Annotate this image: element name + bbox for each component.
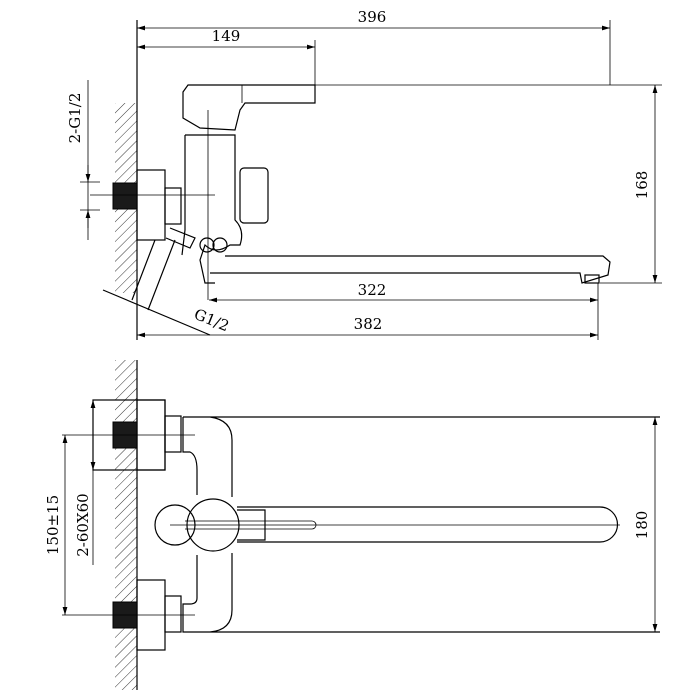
thread-block	[112, 182, 138, 210]
g12-dim-line	[102, 289, 211, 336]
top-view: 180 150±15 2-60X60	[44, 360, 660, 690]
spout-top	[237, 506, 619, 543]
nut	[164, 187, 182, 225]
dim-180-label: 180	[633, 511, 651, 540]
dim-396-label: 396	[358, 8, 387, 26]
inlet-thread-label: 2-G1/2	[66, 93, 84, 144]
faucet-body	[181, 134, 243, 284]
dim-322-label: 322	[358, 281, 387, 299]
flange-size-label: 2-60X60	[74, 493, 92, 556]
spout	[210, 255, 611, 284]
nut-upper	[164, 415, 182, 453]
diverter-knob	[239, 167, 269, 224]
wall-hatch	[115, 360, 137, 690]
inlet-pipe	[131, 227, 196, 311]
dim-382-label: 382	[354, 315, 383, 333]
dim-168-label: 168	[633, 171, 651, 200]
spout-outlet	[584, 274, 600, 284]
aerator-ring	[199, 237, 215, 253]
dim-150-label: 150±15	[44, 495, 62, 555]
side-view: 396 149 168 322 382 G1/2 2-G1/2	[66, 8, 662, 340]
dim-149-label: 149	[212, 27, 241, 45]
handle	[182, 84, 316, 131]
nut-lower	[164, 595, 182, 633]
outlet-thread-label: G1/2	[192, 305, 232, 335]
faucet-body-outline	[182, 416, 660, 633]
wall-flange	[136, 169, 166, 241]
aerator-ring	[212, 237, 228, 253]
